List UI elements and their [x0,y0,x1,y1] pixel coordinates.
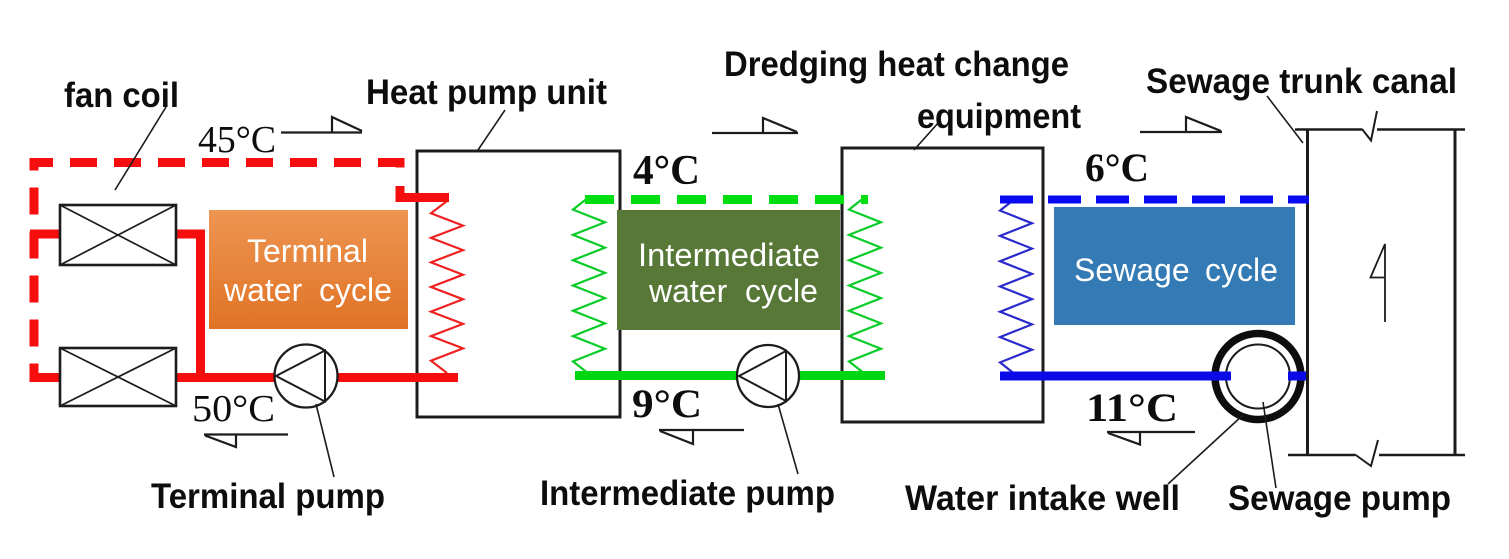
svg-text:Terminal: Terminal [247,233,368,269]
svg-text:Intermediate: Intermediate [638,237,820,273]
svg-text:Terminal pump: Terminal pump [151,477,385,516]
svg-text:cycle: cycle [319,272,392,308]
svg-text:Sewage pump: Sewage pump [1228,479,1451,518]
svg-text:fan coil: fan coil [64,76,179,115]
svg-text:cycle: cycle [1205,252,1278,288]
svg-text:water: water [223,272,303,308]
svg-text:50°C: 50°C [192,388,275,430]
svg-text:Dredging heat change: Dredging heat change [724,45,1069,84]
svg-text:Sewage trunk canal: Sewage trunk canal [1146,62,1457,101]
svg-text:9°C: 9°C [632,381,702,426]
svg-text:water: water [648,273,728,309]
svg-text:equipment: equipment [917,97,1081,136]
svg-text:11°C: 11°C [1086,385,1178,430]
svg-text:Intermediate pump: Intermediate pump [540,474,835,513]
svg-text:Sewage: Sewage [1074,252,1190,288]
svg-text:4°C: 4°C [633,148,700,194]
svg-text:Heat pump unit: Heat pump unit [366,73,607,112]
svg-text:45°C: 45°C [198,119,276,161]
svg-text:6°C: 6°C [1085,145,1149,190]
svg-text:Water intake well: Water intake well [905,479,1180,518]
svg-text:cycle: cycle [745,273,818,309]
